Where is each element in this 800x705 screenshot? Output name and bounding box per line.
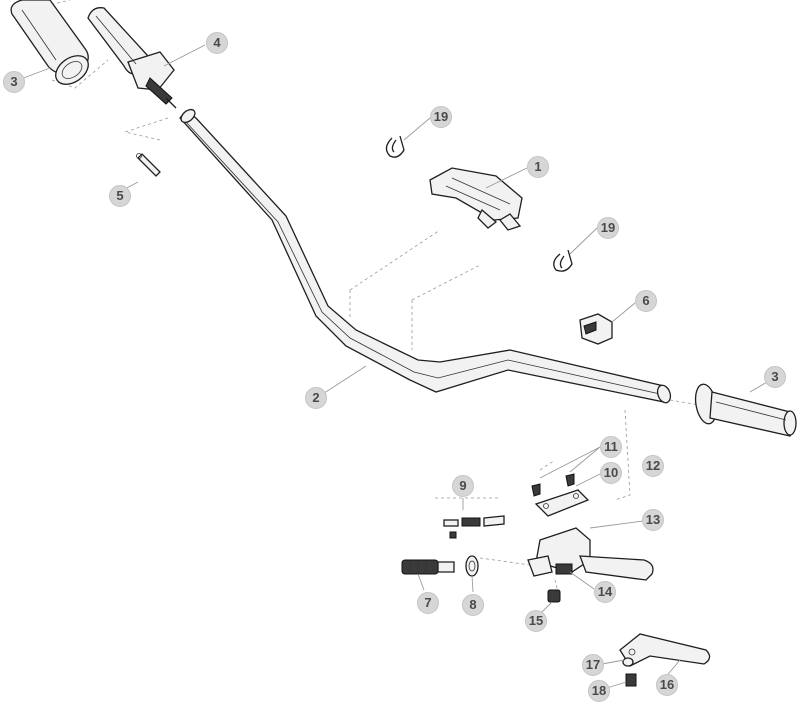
assembly-guides: [27, 0, 701, 601]
callout-19-bottom: 19: [597, 217, 619, 239]
cable-clip-top: [385, 135, 405, 158]
pin: [136, 153, 161, 177]
callout-14: 14: [594, 581, 616, 603]
ribbed-plunger: [401, 559, 455, 575]
left-grip: [10, 0, 89, 85]
leader-lines: [12, 44, 775, 689]
callout-13: 13: [642, 509, 664, 531]
brake-lever: [579, 555, 654, 581]
lever-nut: [622, 657, 634, 667]
callout-3-left: 3: [3, 71, 25, 93]
spring-assembly: [443, 515, 505, 539]
callout-5: 5: [109, 185, 131, 207]
callout-3-right: 3: [764, 366, 786, 388]
adjuster-knob: [547, 589, 561, 603]
reservoir-cover: [534, 489, 590, 517]
callout-4: 4: [206, 32, 228, 54]
callout-15: 15: [525, 610, 547, 632]
callout-11: 11: [600, 436, 622, 458]
callout-1: 1: [527, 156, 549, 178]
callout-18: 18: [588, 680, 610, 702]
callout-17: 17: [582, 654, 604, 676]
callout-7: 7: [417, 592, 439, 614]
handlebar-clamp: [429, 167, 523, 231]
callout-16: 16: [656, 674, 678, 696]
lever-pivot: [555, 563, 573, 575]
right-grip: [694, 383, 797, 437]
cover-screws: [531, 473, 575, 497]
cable-clip-bottom: [553, 249, 573, 272]
callout-8: 8: [462, 594, 484, 616]
lever-bolt: [625, 673, 637, 687]
master-cylinder: [527, 527, 591, 577]
callout-12: 12: [642, 455, 664, 477]
throttle-grip: [87, 7, 177, 109]
clutch-lever: [619, 633, 711, 667]
callout-9: 9: [452, 475, 474, 497]
washer: [465, 555, 479, 577]
switch-block: [579, 313, 613, 345]
callout-6: 6: [635, 290, 657, 312]
handlebar: [179, 108, 672, 404]
callout-19-top: 19: [430, 106, 452, 128]
callout-10: 10: [600, 462, 622, 484]
callout-2: 2: [305, 387, 327, 409]
